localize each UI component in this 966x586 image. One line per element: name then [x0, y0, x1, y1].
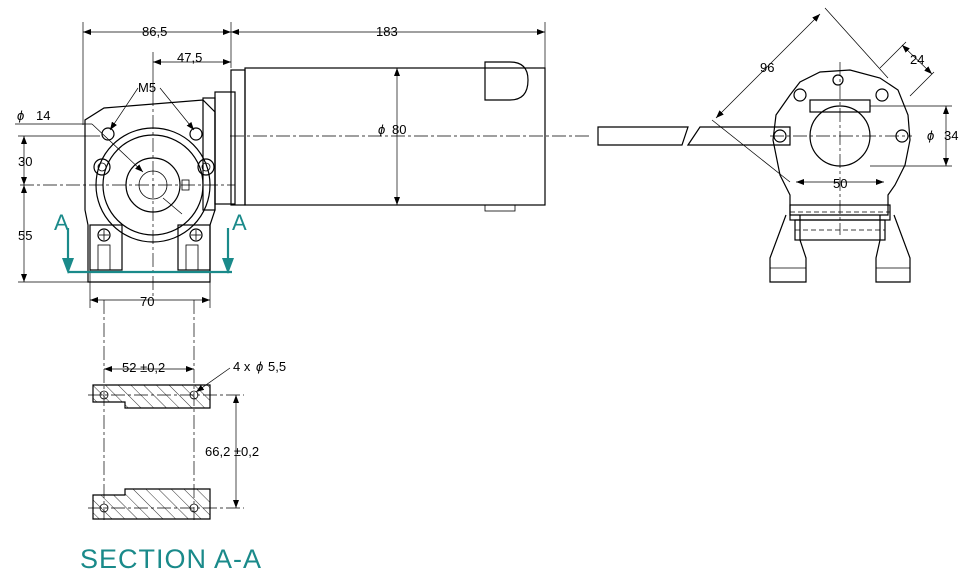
dim-96: 96 [760, 60, 774, 75]
dim-47-5: 47,5 [177, 50, 202, 65]
phi-symbol-5-5: ϕ [256, 359, 263, 374]
section-view [88, 300, 244, 520]
section-marker-right: A [232, 210, 247, 235]
dim-phi-14: 14 [36, 108, 50, 123]
dim-50: 50 [833, 176, 847, 191]
dim-phi-5-5: 5,5 [268, 359, 286, 374]
section-title: SECTION A-A [80, 544, 262, 574]
side-dimensions [711, 7, 952, 185]
dim-phi-34: 34 [944, 128, 958, 143]
dim-52: 52 ±0,2 [122, 360, 165, 375]
side-view [769, 62, 912, 283]
thread-label: M5 [138, 80, 156, 95]
dim-30: 30 [18, 154, 32, 169]
dim-phi-80: 80 [392, 122, 406, 137]
front-view [20, 61, 791, 300]
phi-symbol-14: ϕ [17, 108, 24, 123]
dim-24: 24 [910, 52, 924, 67]
section-cut-line [62, 228, 234, 274]
dim-66-2: 66,2 ±0,2 [205, 444, 259, 459]
dim-70: 70 [140, 294, 154, 309]
hole-pattern-label: 4 x [233, 359, 251, 374]
dim-86-5: 86,5 [142, 24, 167, 39]
phi-symbol-80: ϕ [378, 122, 385, 137]
dim-55: 55 [18, 228, 32, 243]
dim-183: 183 [376, 24, 398, 39]
phi-symbol-34: ϕ [927, 128, 934, 143]
front-dimensions [15, 22, 546, 308]
section-marker-left: A [54, 210, 69, 235]
